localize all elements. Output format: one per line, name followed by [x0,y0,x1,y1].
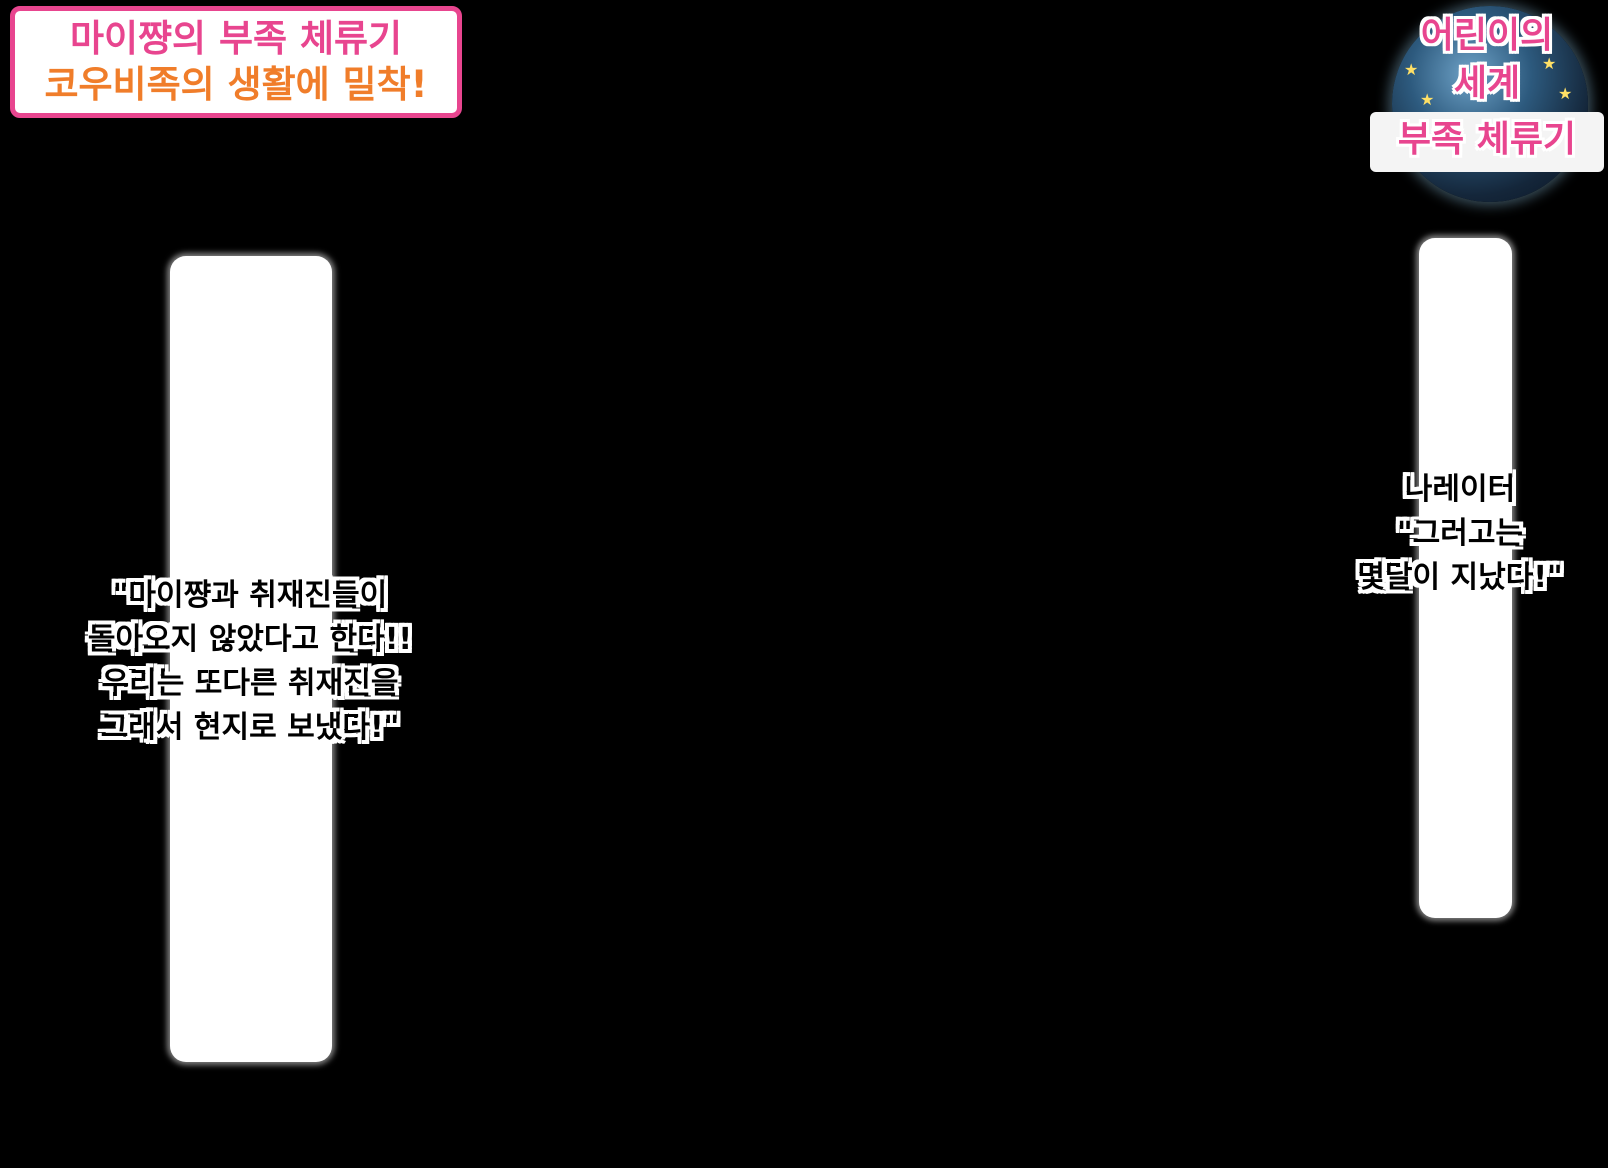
program-title-box: 마이쨩의 부족 체류기 코우비족의 생활에 밀착! [10,6,462,118]
program-title: 마이쨩의 부족 체류기 [69,17,403,60]
star-icon: ★ [1542,54,1557,73]
logo-text-line-2: 세계 [1453,63,1521,104]
logo-text-line-3: 부족 체류기 [1397,119,1577,160]
logo-text-line-1: 어린이의 [1420,15,1554,56]
caption-line: "마이쨩과 취재진들이 [112,578,388,613]
caption-line: 나레이터 [1404,472,1516,507]
censor-bar-right [1419,238,1512,918]
logo-panel [1370,112,1604,172]
star-icon: ★ [1558,84,1573,103]
caption-line: 돌아오지 않았다고 한다!! [87,622,413,657]
censor-bar-left [170,256,332,1062]
caption-line: 몇달이 지났다!" [1357,560,1563,595]
star-icon: ★ [1404,60,1419,79]
subtitle-caption-right: 나레이터 "그러고는 몇달이 지났다!" [1325,468,1595,600]
caption-line: "그러고는 [1396,516,1524,551]
program-subtitle: 코우비족의 생활에 밀착! [44,63,428,106]
subtitle-caption-left: "마이쨩과 취재진들이 돌아오지 않았다고 한다!! 우리는 또다른 취재진을 … [60,574,440,750]
caption-line: 그래서 현지로 보냈다!" [100,710,400,745]
star-icon: ★ [1420,90,1435,109]
caption-line: 우리는 또다른 취재진을 [101,666,399,701]
